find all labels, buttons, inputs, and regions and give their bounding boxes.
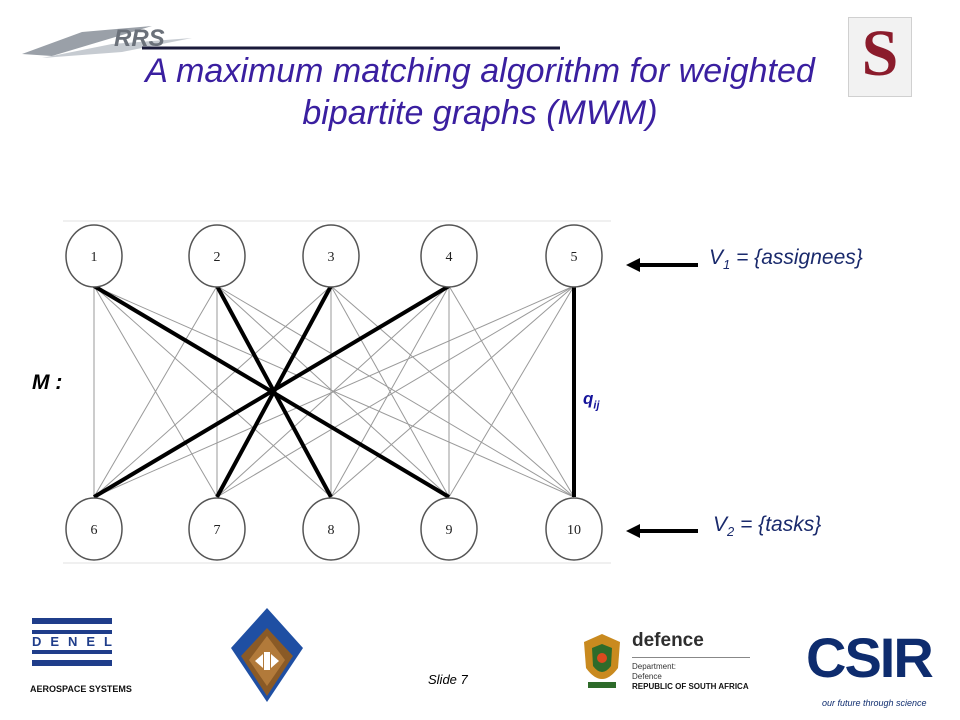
denel-logo: D E N E L AEROSPACE SYSTEMS: [30, 612, 132, 698]
node-label: 5: [571, 250, 578, 265]
graph-edge: [448, 285, 575, 498]
csir-logo: CSIR our future through science: [806, 626, 934, 714]
matching-edges: [92, 284, 576, 499]
matching-edge: [92, 284, 451, 499]
graph-nodes: 1 2 3 4 5 6 7 8 9 10: [65, 224, 603, 561]
graph-edge: [330, 285, 450, 498]
v2-arrow: [626, 524, 698, 538]
rrs-logo: RRS: [22, 25, 560, 58]
weight-label-sub: ij: [593, 399, 600, 412]
graph-edge: [93, 285, 332, 498]
node-circle: [420, 224, 478, 288]
denel-letter: E: [86, 634, 96, 649]
graph-edges: [93, 285, 575, 498]
diamond-logo: [231, 608, 303, 702]
v2-label-sub: 2: [727, 524, 735, 540]
top-node: 5: [545, 224, 603, 288]
node-circle: [302, 224, 360, 288]
v2-label: V2 = {tasks}: [713, 513, 821, 539]
node-circle: [65, 224, 123, 288]
weight-label: qij: [583, 389, 600, 411]
denel-emblem: [30, 612, 114, 674]
matching-label: M :: [32, 371, 63, 394]
bottom-node: 10: [545, 497, 603, 561]
defence-line-2: Defence: [632, 672, 662, 681]
stellenbosch-logo: S: [848, 17, 912, 97]
v2-label-rest: = {tasks}: [734, 513, 822, 536]
node-label: 3: [328, 250, 335, 265]
v1-arrow: [626, 258, 698, 272]
node-circle: [302, 497, 360, 561]
node-circle: [545, 224, 603, 288]
top-node: 4: [420, 224, 478, 288]
node-circle: [65, 497, 123, 561]
slide-title: A maximum matching algorithm for weighte…: [90, 50, 870, 134]
graph-edge: [93, 285, 218, 498]
denel-letter: E: [50, 634, 60, 649]
node-label: 7: [214, 523, 221, 538]
denel-letter: N: [68, 634, 78, 649]
title-line-1: A maximum matching algorithm for weighte…: [145, 52, 815, 90]
v1-label-rest: = {assignees}: [730, 246, 863, 269]
denel-letter: L: [104, 634, 112, 649]
node-circle: [188, 497, 246, 561]
node-label: 4: [446, 250, 453, 265]
bipartite-graph: 1 2 3 4 5 6 7 8 9 10: [63, 220, 611, 564]
csir-text: CSIR: [806, 626, 934, 689]
node-label: 1: [91, 250, 98, 265]
bottom-node: 6: [65, 497, 123, 561]
graph-edge: [93, 285, 575, 498]
stellenbosch-logo-letter: S: [861, 17, 899, 90]
csir-tagline: our future through science: [822, 698, 927, 708]
v1-label-main: V: [709, 246, 724, 269]
weight-label-main: q: [583, 389, 594, 408]
v1-label: V1 = {assignees}: [709, 246, 863, 272]
title-line-2: bipartite graphs (MWM): [302, 94, 658, 132]
top-node: 1: [65, 224, 123, 288]
top-node: 3: [302, 224, 360, 288]
node-label: 8: [328, 523, 335, 538]
node-circle: [545, 497, 603, 561]
defence-line-3: REPUBLIC OF SOUTH AFRICA: [632, 682, 749, 691]
denel-letter: D: [32, 634, 42, 649]
bottom-node: 9: [420, 497, 478, 561]
node-circle: [420, 497, 478, 561]
node-label: 6: [91, 523, 98, 538]
node-label: 2: [214, 250, 221, 265]
graph-edge: [330, 285, 575, 498]
denel-letters: D E N E L: [32, 634, 112, 649]
node-label: 10: [567, 523, 581, 538]
slide-number: Slide 7: [428, 672, 468, 687]
coat-of-arms-icon: [584, 634, 620, 688]
top-node: 2: [188, 224, 246, 288]
defence-logo: defence Department: Defence REPUBLIC OF …: [580, 630, 752, 698]
bottom-node: 8: [302, 497, 360, 561]
graph-edge: [216, 285, 575, 498]
defence-word: defence: [632, 630, 704, 651]
v2-label-main: V: [713, 513, 728, 536]
node-circle: [188, 224, 246, 288]
bottom-node: 7: [188, 497, 246, 561]
node-label: 9: [446, 523, 453, 538]
defence-line-1: Department:: [632, 662, 677, 671]
v1-label-sub: 1: [723, 257, 731, 273]
denel-caption: AEROSPACE SYSTEMS: [30, 684, 132, 694]
